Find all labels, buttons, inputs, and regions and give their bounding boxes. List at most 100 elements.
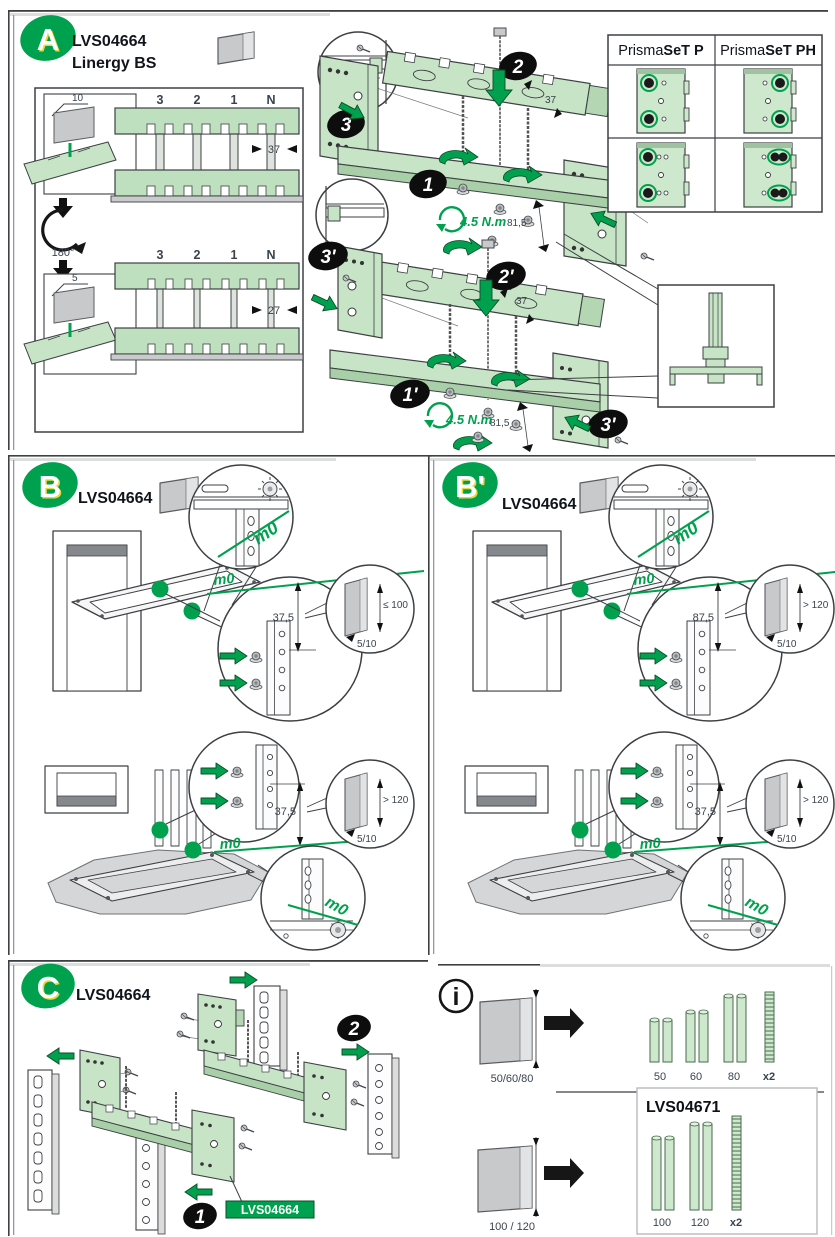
phase-label: N: [266, 248, 275, 262]
pin-set-80: [723, 993, 747, 1063]
pin-length-label: 60: [690, 1071, 702, 1083]
thickness-label: 5/10: [777, 639, 797, 650]
edge-height-dim: 81,5: [490, 418, 510, 429]
ref-label: LVS04664: [78, 490, 153, 507]
bracket-variant: [636, 68, 690, 134]
phase-label: 2: [194, 93, 201, 107]
accessory-ref-label: LVS04671: [646, 1099, 721, 1116]
pitch-bottom-dim: 27: [268, 305, 280, 317]
comb-height-dim: 37: [516, 296, 528, 307]
product-label: Linergy BS: [72, 55, 157, 72]
phase-label: N: [266, 93, 275, 107]
info-icon-glyph: i: [453, 983, 460, 1011]
pin-length-label: 80: [728, 1071, 740, 1083]
assembly-bottom: 3' 2' 1' 3' 37 4.5 N.m 81,5: [308, 239, 629, 452]
step-badge: 2: [512, 57, 524, 78]
comb-diagram-top: 3 2 1 N 37: [110, 93, 304, 203]
info-icon: i: [438, 978, 474, 1014]
down-arrow-icon: [53, 260, 73, 280]
bracket-variant: [743, 142, 797, 208]
section-b-drawing: [8, 455, 432, 955]
step-badge: 3: [341, 115, 352, 136]
torque-label: 4.5 N.m: [445, 412, 493, 427]
phase-label: 3: [157, 248, 164, 262]
section-b: B B LVS04664 m0 m0 37,5 ≤ 100 5/10 37,5 …: [8, 453, 432, 957]
cut-arrow-icon: [544, 1008, 584, 1038]
ref-label: LVS04664: [72, 33, 147, 50]
assembly-step1: 1 LVS04664: [27, 1047, 315, 1235]
rod-qty-label: x2: [730, 1217, 742, 1229]
down-arrow-icon: [53, 198, 73, 218]
section-letter: B: [39, 469, 61, 504]
section-b-prime-drawing: [428, 455, 835, 955]
part-ref-label: LVS04664: [241, 1203, 299, 1217]
pin-set-50: [649, 1017, 673, 1063]
rotation-label: 180°: [52, 247, 75, 259]
flag-top-size: ≤ 100: [383, 600, 408, 611]
busbar-flag-icon: [217, 31, 255, 65]
comb-detail-box: 10 180° 5 3 2 1 N: [23, 87, 304, 433]
assembly-top: 1 2 3 37 4.5 N.m 81,5: [319, 27, 655, 267]
step-badge: 1: [195, 1207, 206, 1228]
phase-label: 1: [231, 93, 238, 107]
insert-arrow-icon: [485, 69, 513, 107]
thickness-label: 5/10: [777, 834, 797, 845]
section-a: A A LVS04664 Linergy BS 10 180° 5: [8, 10, 828, 452]
pin-set-100: [651, 1135, 675, 1211]
pitch-top-dim: 37: [268, 144, 280, 156]
step-badge: 2: [348, 1019, 360, 1040]
thickness-label: 5/10: [357, 639, 377, 650]
edge-height-dim: 81,5: [507, 218, 527, 229]
dim-bottom: 37,5: [695, 806, 716, 818]
step-badge: 3': [320, 247, 337, 268]
section-letter: A: [37, 22, 59, 57]
section-letter-shadow: C: [38, 972, 60, 1007]
part-ref-flag: [225, 1200, 315, 1219]
section-letter: B': [455, 469, 485, 504]
step-badge: 1': [402, 385, 419, 406]
pin-set-60: [685, 1009, 709, 1063]
section-b-prime: B' B' LVS04664 m0 m0 87,5 > 120 5/10 37,…: [428, 453, 835, 957]
pin-length-label: 120: [691, 1217, 709, 1229]
rod-qty-label: x2: [763, 1071, 775, 1083]
assembly-step2: 2: [176, 971, 400, 1159]
section-letter-shadow: A: [38, 24, 60, 59]
section-letter-shadow: B: [40, 471, 62, 506]
bracket-variant: [636, 142, 690, 208]
comb-height-dim: 37: [545, 95, 557, 106]
rotate-arrow-icon: [41, 208, 79, 252]
source-length-label: 100 / 120: [489, 1221, 535, 1233]
flag-offset-bottom-dim: 5: [72, 273, 78, 284]
m0-label-line: m0: [213, 571, 236, 589]
edge-inset-bottom: [315, 178, 389, 252]
flag-bottom-size: > 120: [383, 795, 409, 806]
dim-bottom: 37,5: [275, 806, 296, 818]
comb-diagram-bottom: 3 2 1 N 27: [110, 248, 304, 361]
pin-length-label: 50: [654, 1071, 666, 1083]
section-c-border: [8, 960, 428, 1236]
cutting-row-1: 50/60/80 50 60 80 x2: [479, 989, 775, 1085]
source-length-label: 50/60/80: [491, 1073, 534, 1085]
flag-offset-top-dim: 10: [72, 93, 84, 104]
threaded-rod-icon: [764, 991, 775, 1063]
ref-label: LVS04664: [76, 987, 151, 1004]
step-badge: 2': [497, 267, 515, 288]
dim-top: 87,5: [693, 612, 714, 624]
phase-label: 2: [194, 248, 201, 262]
insert-arrow-icon: [472, 279, 500, 317]
bracket-variant: [743, 68, 797, 134]
step-badge: 1: [423, 175, 434, 196]
phase-label: 3: [157, 93, 164, 107]
threaded-rod-icon: [731, 1115, 742, 1211]
rod-detail: [505, 233, 775, 408]
pin-length-label: 100: [653, 1217, 671, 1229]
flag-top-size: > 120: [803, 600, 829, 611]
cut-arrow-icon: [544, 1158, 584, 1188]
section-c: C C LVS04664: [8, 960, 428, 1236]
m0-label-line: m0: [219, 836, 241, 853]
thickness-label: 5/10: [357, 834, 377, 845]
